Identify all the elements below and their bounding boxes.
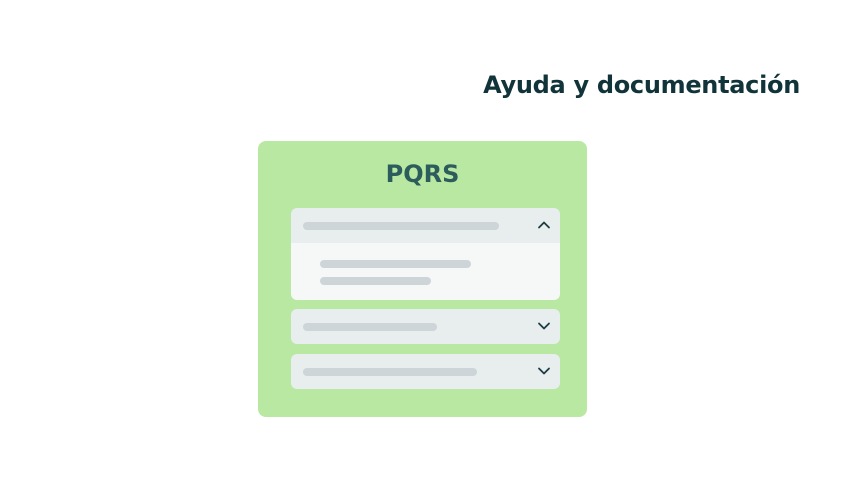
- panel-text-placeholder: [320, 260, 471, 268]
- accordion-title-placeholder: [303, 323, 437, 331]
- chevron-up-icon[interactable]: [537, 218, 551, 232]
- accordion-title-placeholder: [303, 222, 499, 230]
- panel-text-placeholder: [320, 277, 431, 285]
- accordion-header[interactable]: [291, 309, 560, 344]
- pqrs-card-title: PQRS: [385, 160, 460, 188]
- accordion-header[interactable]: [291, 208, 560, 243]
- accordion-item: [291, 208, 560, 300]
- accordion-title-placeholder: [303, 368, 477, 376]
- chevron-down-icon[interactable]: [537, 319, 551, 333]
- accordion-item: [291, 354, 560, 389]
- page-heading: Ayuda y documentación: [483, 71, 800, 99]
- pqrs-card-title-area: PQRS: [258, 0, 587, 500]
- accordion-item: [291, 309, 560, 344]
- accordion-panel: [291, 243, 560, 300]
- chevron-down-icon[interactable]: [537, 364, 551, 378]
- accordion-header[interactable]: [291, 354, 560, 389]
